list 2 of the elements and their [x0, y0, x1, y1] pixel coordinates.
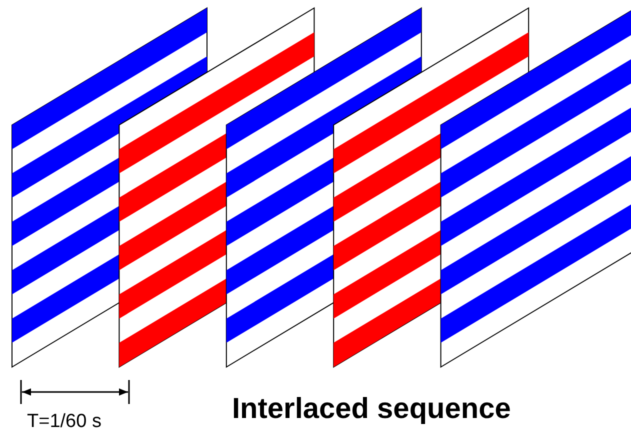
- period-label: T=1/60 s: [27, 411, 102, 433]
- caption: Interlaced sequence: [232, 393, 511, 426]
